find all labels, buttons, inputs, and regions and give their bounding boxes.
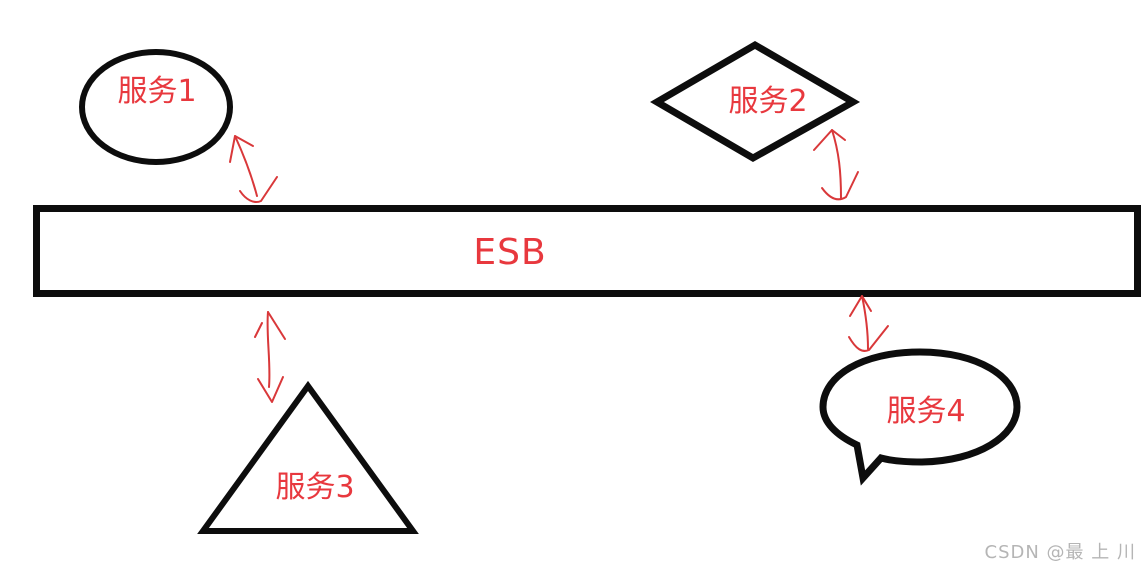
service1-ellipse-shape — [79, 49, 233, 165]
service3-label: 服务3 — [275, 470, 355, 505]
arrow-service1-esb — [229, 135, 278, 203]
arrow-service3-esb — [254, 311, 286, 403]
service4-label: 服务4 — [886, 394, 966, 429]
service1-label: 服务1 — [117, 74, 197, 109]
service2-label: 服务2 — [728, 84, 808, 119]
service4-speech-bubble-shape — [819, 348, 1021, 486]
esb-bus-rectangle — [33, 205, 1141, 297]
service2-diamond-shape — [650, 40, 861, 163]
csdn-watermark: CSDN @最 上 川 — [984, 542, 1136, 563]
service3-triangle-shape — [197, 380, 419, 534]
arrow-service4-esb — [848, 295, 889, 352]
esb-bus-label: ESB — [473, 232, 547, 273]
arrow-service2-esb — [813, 129, 859, 201]
